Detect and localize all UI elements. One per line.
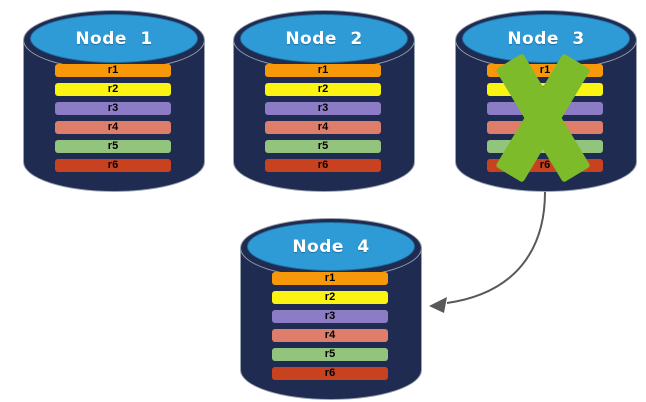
replica-label: r6: [317, 159, 329, 171]
replica-label: r3: [324, 310, 336, 322]
replica-label: r4: [324, 329, 336, 341]
failover-arrow-line: [446, 191, 546, 304]
replica-label: r3: [539, 102, 551, 114]
replica-bar-r6: r6: [55, 159, 171, 172]
replica-bar-r4: r4: [55, 121, 171, 134]
replica-bar-r3: r3: [265, 102, 381, 115]
replica-label: r5: [107, 140, 119, 152]
replica-label: r6: [324, 367, 336, 379]
replica-bar-r4: r4: [265, 121, 381, 134]
replica-label: r5: [539, 140, 551, 152]
replica-label: r5: [324, 348, 336, 360]
node-4: Node 4 r1 r2 r3 r4 r5 r6: [240, 218, 422, 400]
failover-arrow-head: [429, 297, 447, 313]
replica-bar-r1: r1: [55, 64, 171, 77]
node-title: Node 3: [507, 28, 585, 49]
replica-label: r4: [317, 121, 329, 133]
replica-bar-r6: r6: [487, 159, 603, 172]
replica-label: r6: [107, 159, 119, 171]
replica-label: r2: [107, 83, 119, 95]
replica-bar-r5: r5: [55, 140, 171, 153]
replica-bar-r5: r5: [265, 140, 381, 153]
node-title: Node 4: [292, 236, 370, 257]
node-title: Node 2: [285, 28, 363, 49]
replica-label: r1: [107, 64, 119, 76]
node-1: Node 1 r1 r2 r3 r4 r5 r6: [23, 10, 205, 192]
replica-bar-r5: r5: [272, 348, 388, 361]
node-4-cylinder-top: Node 4: [247, 222, 415, 271]
node-2-cylinder-top: Node 2: [240, 14, 408, 63]
replica-bar-r6: r6: [272, 367, 388, 380]
replica-label: r2: [539, 83, 551, 95]
replica-label: r2: [317, 83, 329, 95]
replica-label: r3: [107, 102, 119, 114]
replica-bar-r3: r3: [55, 102, 171, 115]
replica-bar-r1: r1: [265, 64, 381, 77]
node-2: Node 2 r1 r2 r3 r4 r5 r6: [233, 10, 415, 192]
replica-label: r3: [317, 102, 329, 114]
replica-bar-r2: r2: [265, 83, 381, 96]
node-3-cylinder-top: Node 3: [462, 14, 630, 63]
replica-label: r1: [317, 64, 329, 76]
node-4-replica-list: r1 r2 r3 r4 r5 r6: [272, 272, 388, 380]
node-title: Node 1: [75, 28, 153, 49]
node-1-cylinder-top: Node 1: [30, 14, 198, 63]
replica-bar-r2: r2: [272, 291, 388, 304]
replica-bar-r2: r2: [487, 83, 603, 96]
replica-bar-r4: r4: [272, 329, 388, 342]
replica-label: r1: [539, 64, 551, 76]
replica-bar-r3: r3: [487, 102, 603, 115]
replica-bar-r3: r3: [272, 310, 388, 323]
replica-bar-r4: r4: [487, 121, 603, 134]
node-3: Node 3 r1 r2 r3 r4 r5 r6: [455, 10, 637, 192]
node-2-replica-list: r1 r2 r3 r4 r5 r6: [265, 64, 381, 172]
replica-label: r4: [107, 121, 119, 133]
replica-bar-r6: r6: [265, 159, 381, 172]
replica-bar-r1: r1: [487, 64, 603, 77]
replica-bar-r5: r5: [487, 140, 603, 153]
replica-bar-r2: r2: [55, 83, 171, 96]
replica-bar-r1: r1: [272, 272, 388, 285]
replica-label: r6: [539, 159, 551, 171]
replica-label: r1: [324, 272, 336, 284]
node-1-replica-list: r1 r2 r3 r4 r5 r6: [55, 64, 171, 172]
node-3-replica-list: r1 r2 r3 r4 r5 r6: [487, 64, 603, 172]
replica-label: r4: [539, 121, 551, 133]
replica-label: r5: [317, 140, 329, 152]
replica-label: r2: [324, 291, 336, 303]
